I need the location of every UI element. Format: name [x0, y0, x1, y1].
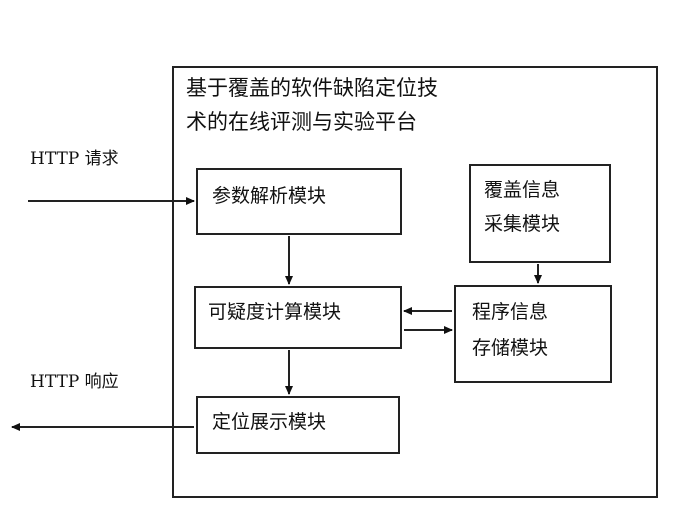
coverage-collect-label-line2: 采集模块 [484, 213, 561, 235]
http-request-label: HTTP 请求 [30, 149, 119, 169]
param-parse-module [196, 168, 402, 235]
locate-display-label: 定位展示模块 [212, 411, 327, 433]
coverage-collect-module [469, 164, 611, 263]
program-store-label-line2: 存储模块 [472, 337, 549, 359]
platform-title-line2: 术的在线评测与实验平台 [186, 110, 417, 134]
program-store-label-line1: 程序信息 [472, 301, 549, 323]
locate-display-module [196, 396, 400, 454]
coverage-collect-label-line1: 覆盖信息 [484, 179, 561, 201]
http-response-label: HTTP 响应 [30, 372, 119, 392]
param-parse-label: 参数解析模块 [212, 185, 327, 207]
suspicious-calc-module [194, 286, 402, 349]
program-store-module [454, 285, 612, 383]
platform-title-line1: 基于覆盖的软件缺陷定位技 [186, 76, 438, 100]
suspicious-calc-label: 可疑度计算模块 [208, 301, 342, 323]
